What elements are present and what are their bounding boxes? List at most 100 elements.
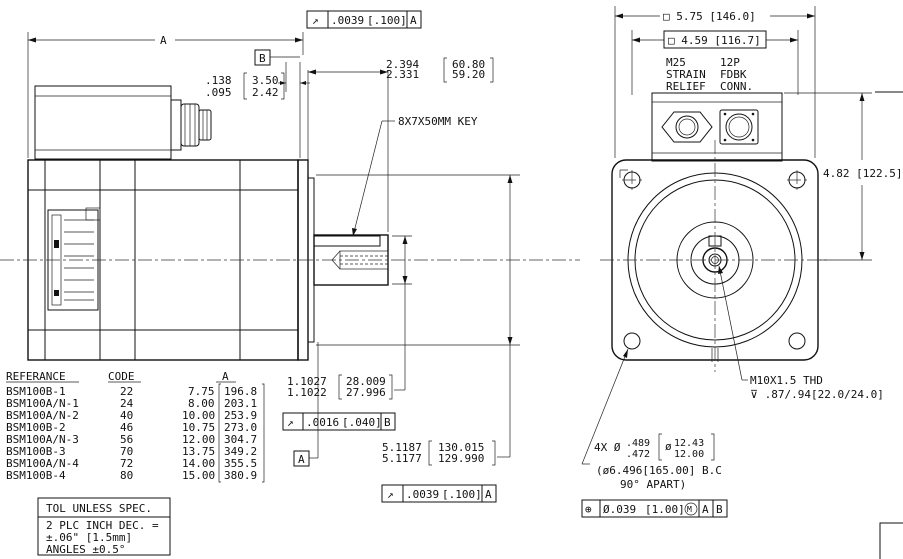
svg-text:BSM100A/N-1: BSM100A/N-1 [6,397,79,410]
svg-text:46: 46 [120,421,133,434]
svg-text:BSM100B-2: BSM100B-2 [6,421,66,434]
svg-text:72: 72 [120,457,133,470]
svg-text:8.00: 8.00 [188,397,215,410]
title-block-corner [879,522,903,559]
svg-text:BSM100B-4: BSM100B-4 [6,469,66,482]
svg-text:⊕: ⊕ [585,503,592,516]
svg-text:14.00: 14.00 [182,457,215,470]
reference-table: REFERANCE CODE A BSM100B-1 22 7.75 196.8… [6,370,265,483]
svg-text:1.1027: 1.1027 [287,375,327,388]
svg-text:2.331: 2.331 [386,68,419,81]
svg-text:2.394: 2.394 [386,58,419,71]
dim-pilot-diameter: 5.1187 5.1177 130.015 129.990 [316,174,520,466]
fcf-top-symbol: ↗ [312,14,319,27]
table-row: BSM100B-4 80 15.00 380.9 [6,469,257,482]
table-row: BSM100A/N-4 72 14.00 355.5 [6,457,257,470]
svg-text:12.43: 12.43 [674,438,704,449]
svg-text:203.1: 203.1 [224,397,257,410]
fcf-top: ↗ .0039 [.100] A [306,10,422,29]
svg-text:STRAIN: STRAIN [666,68,706,81]
svg-text:130.015: 130.015 [438,441,484,454]
svg-text:13.75: 13.75 [182,445,215,458]
svg-text:BSM100B-3: BSM100B-3 [6,445,66,458]
svg-text:BSM100A/N-2: BSM100A/N-2 [6,409,79,422]
svg-text:27.996: 27.996 [346,386,386,399]
dim-a: A [27,32,304,158]
connector-labels: M25 STRAIN RELIEF 12P FDBK CONN. [666,56,753,93]
svg-text:5.1187: 5.1187 [382,441,422,454]
key-callout: 8X7X50MM KEY [352,115,478,237]
table-header-a: A [222,370,229,383]
fcf-bottom: ↗ .0039 [.100] A [381,484,497,503]
svg-text:28.009: 28.009 [346,375,386,388]
table-header-ref: REFERANCE [6,370,66,383]
dim-front-width-outer: □ 5.75 [146.0] [614,6,816,158]
svg-text:59.20: 59.20 [452,68,485,81]
svg-text:12P: 12P [720,56,740,69]
svg-text:↗: ↗ [387,488,394,501]
svg-text:196.8: 196.8 [224,385,257,398]
dim-shaft-diameter: 1.1027 1.1022 28.009 27.996 [287,235,412,400]
svg-text:FDBK: FDBK [720,68,747,81]
svg-text:5.1177: 5.1177 [382,452,422,465]
table-row: BSM100B-2 46 10.75 273.0 [6,421,257,434]
svg-text:253.9: 253.9 [224,409,257,422]
svg-text:Ø.039: Ø.039 [603,503,636,516]
datum-b: B [254,49,300,66]
svg-text:.0016: .0016 [306,416,339,429]
dim-flange-thickness: .138 .095 3.50 2.42 [205,62,310,158]
thread-callout: M10X1.5 THD ⊽ .87/.94[22.0/24.0] [718,265,884,401]
svg-text:(ø6.496[165.00] B.C: (ø6.496[165.00] B.C [596,464,722,477]
fcf-top-datum: A [410,14,417,27]
svg-text:2.42: 2.42 [252,86,279,99]
svg-text:40: 40 [120,409,133,422]
svg-text:B: B [259,52,266,65]
svg-text:4X Ø: 4X Ø [594,441,621,454]
strain-relief-hex [661,111,713,143]
svg-text:2 PLC INCH DEC. =: 2 PLC INCH DEC. = [46,519,159,532]
svg-text:ø: ø [665,440,672,453]
svg-text:[.100]: [.100] [442,488,482,501]
svg-text:349.2: 349.2 [224,445,257,458]
svg-text:12.00: 12.00 [674,449,704,460]
dim-front-width-box: □ 4.59 [116.7] [631,30,799,95]
fdbk-connector [719,109,759,145]
svg-text:90° APART): 90° APART) [620,478,686,491]
svg-text:↗: ↗ [287,416,294,429]
svg-text:8X7X50MM KEY: 8X7X50MM KEY [398,115,478,128]
svg-text:B: B [716,503,723,516]
svg-text:[.040]: [.040] [342,416,382,429]
dim-shaft-length: 2.394 2.331 60.80 59.20 [307,57,494,232]
fcf-top-tol-mm: [.100] [367,14,407,27]
svg-text:70: 70 [120,445,133,458]
svg-text:CONN.: CONN. [720,80,753,93]
svg-text:3.50: 3.50 [252,74,279,87]
svg-text:22: 22 [120,385,133,398]
svg-text:80: 80 [120,469,133,482]
svg-text:12.00: 12.00 [182,433,215,446]
svg-text:RELIEF: RELIEF [666,80,706,93]
svg-text:ANGLES ±0.5°: ANGLES ±0.5° [46,543,125,556]
svg-text:7.75: 7.75 [188,385,215,398]
motor-side-view [27,85,389,361]
table-header-code: CODE [108,370,135,383]
svg-text:.472: .472 [626,449,650,460]
svg-text:380.9: 380.9 [224,469,257,482]
svg-text:□ 4.59 [116.7]: □ 4.59 [116.7] [668,34,761,47]
table-row: BSM100B-1 22 7.75 196.8 [6,385,257,398]
table-row: BSM100A/N-1 24 8.00 203.1 [6,397,257,410]
holes-callout: 4X Ø .489 .472 ø 12.43 12.00 (ø6.496[165… [581,348,722,491]
tolerance-box: TOL UNLESS SPEC. 2 PLC INCH DEC. = ±.06"… [37,497,171,556]
svg-text:.0039: .0039 [406,488,439,501]
svg-text:.489: .489 [626,438,650,449]
svg-text:B: B [384,416,391,429]
svg-text:4.82 [122.5]: 4.82 [122.5] [823,167,902,180]
mount-hole [623,332,641,350]
svg-text:⊽ .87/.94[22.0/24.0]: ⊽ .87/.94[22.0/24.0] [750,388,884,401]
dim-a-label: A [160,34,167,47]
svg-text:A: A [485,488,492,501]
svg-text:BSM100A/N-4: BSM100A/N-4 [6,457,79,470]
fcf-top-tol: .0039 [331,14,364,27]
svg-text:[1.00]: [1.00] [645,503,685,516]
